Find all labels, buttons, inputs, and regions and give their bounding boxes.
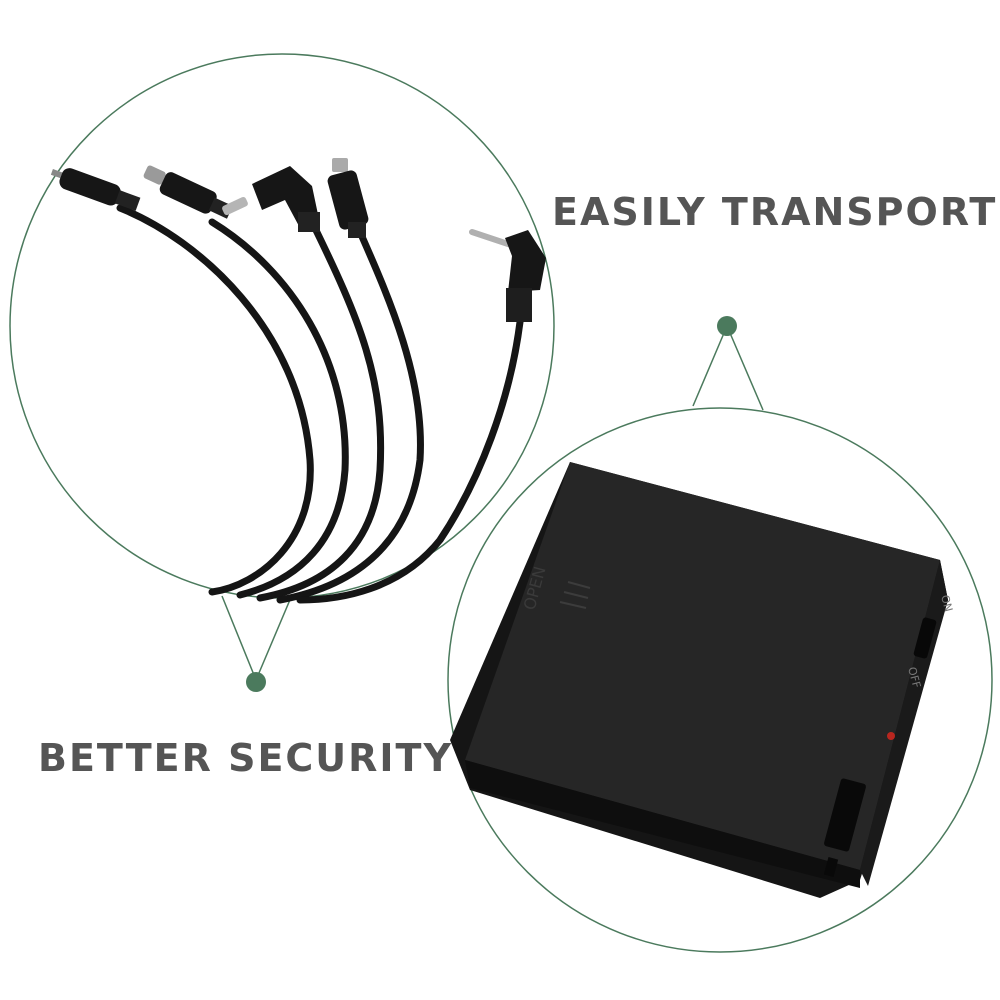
box-circle-frame bbox=[447, 407, 993, 953]
caption-easily-transport: EASILY TRANSPORT bbox=[552, 190, 998, 234]
power-switch bbox=[913, 617, 937, 659]
usb-port bbox=[824, 778, 866, 852]
caption-better-security: BETTER SECURITY bbox=[38, 736, 453, 780]
charging-cables bbox=[116, 204, 524, 604]
callout-dot-top bbox=[717, 316, 737, 336]
callout-dot-bottom bbox=[246, 672, 266, 692]
cable-connectors bbox=[50, 158, 546, 322]
battery-box: OPEN ON OFF bbox=[450, 462, 955, 898]
cable-circle-frame bbox=[9, 53, 555, 599]
off-label: OFF bbox=[905, 666, 923, 690]
on-label: ON bbox=[938, 594, 955, 614]
status-led bbox=[887, 732, 895, 740]
callout-connectors bbox=[221, 316, 764, 692]
